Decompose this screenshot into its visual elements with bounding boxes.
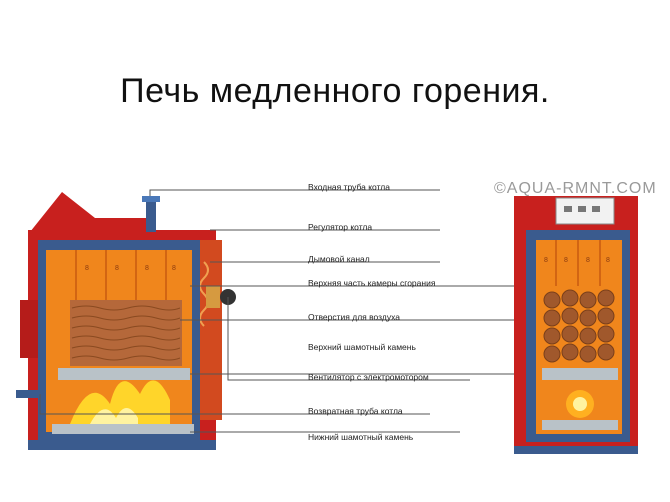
- log-ends: [543, 289, 615, 363]
- fan-housing: [206, 286, 220, 308]
- svg-text:8: 8: [172, 265, 176, 272]
- label-lower-firebrick: Нижний шамотный камень: [308, 432, 414, 442]
- lower-firebrick: [52, 424, 194, 434]
- label-return-pipe: Возвратная труба котла: [308, 406, 403, 416]
- svg-text:8: 8: [544, 257, 548, 264]
- flames: [70, 380, 170, 424]
- wood-stack: [70, 300, 182, 366]
- page-title: Печь медленного горения.: [120, 72, 550, 110]
- svg-text:8: 8: [606, 257, 610, 264]
- smoke-swirl: [199, 261, 209, 327]
- label-air-openings: Отверстия для воздуха: [308, 312, 400, 322]
- front-lower-firebrick: [542, 420, 618, 430]
- label-inlet-pipe: Входная труба котла: [308, 182, 390, 192]
- svg-text:8: 8: [586, 257, 590, 264]
- smoke-channel: [200, 240, 222, 420]
- front-upper-firebrick: [542, 368, 618, 380]
- label-fan-motor: Вентилятор с электромотором: [308, 372, 429, 382]
- svg-text:8: 8: [115, 265, 119, 272]
- label-upper-combustion: Верхняя часть камеры сгорания: [308, 278, 436, 288]
- front-base: [514, 446, 638, 454]
- watermark: ©AQUA-RMNT.COM: [494, 180, 657, 197]
- boiler-roof: [30, 192, 150, 236]
- inlet-pipe: [146, 198, 156, 232]
- right-boiler-section: 8 8 8 8: [514, 196, 638, 454]
- upper-firebrick: [58, 368, 190, 380]
- front-door: [20, 300, 38, 358]
- left-boiler-section: 8 8 8 8: [16, 192, 236, 450]
- svg-text:8: 8: [85, 265, 89, 272]
- label-smoke-channel: Дымовой канал: [308, 254, 370, 264]
- label-boiler-regulator: Регулятор котла: [308, 222, 373, 232]
- label-upper-firebrick: Верхний шамотный камень: [308, 342, 416, 352]
- svg-text:8: 8: [145, 265, 149, 272]
- boiler-base: [28, 440, 216, 450]
- svg-text:8: 8: [564, 257, 568, 264]
- return-pipe: [16, 390, 38, 398]
